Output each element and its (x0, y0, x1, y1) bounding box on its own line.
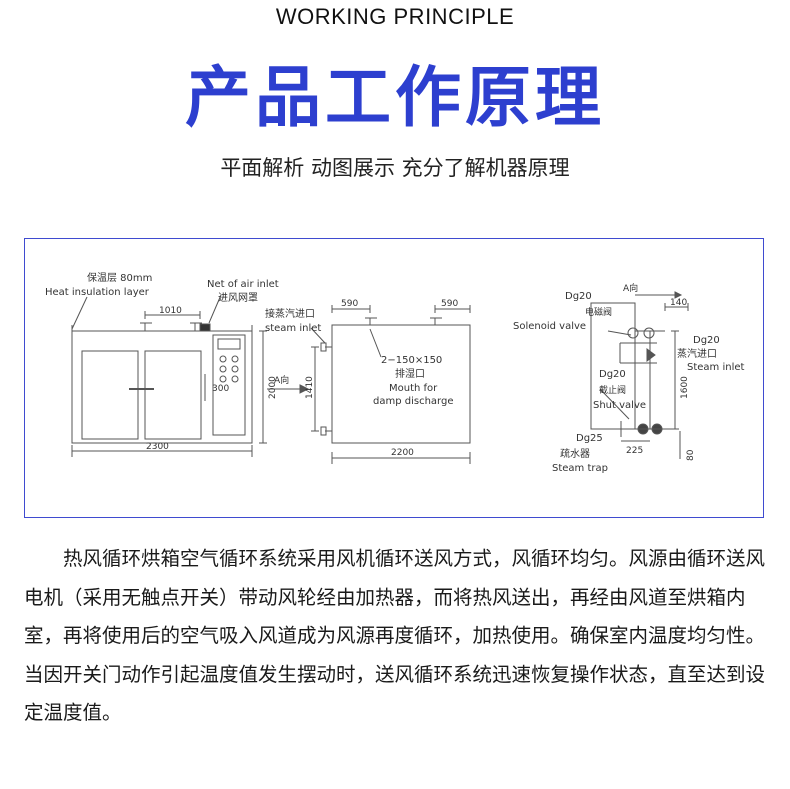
tagline: 平面解析 动图展示 充分了解机器原理 (220, 156, 570, 180)
air-inlet-label-en: Net of air inlet (207, 279, 279, 290)
steam-in-label-cn: 蒸汽进口 (677, 347, 717, 360)
description-paragraph: 热风循环烘箱空气循环系统采用风机循环送风方式，风循环均匀。风源由循环送风电机（采… (24, 547, 766, 724)
dim-1600: 1600 (680, 376, 690, 399)
vent-label-en-1: Mouth for (389, 383, 438, 394)
steam-trap-label-en: Steam trap (552, 463, 608, 474)
dim-140: 140 (670, 298, 687, 308)
dim-225: 225 (626, 446, 643, 456)
dim-590-left: 590 (341, 299, 358, 309)
insulation-label-cn: 保温层 80mm (87, 271, 152, 284)
dim-300: 300 (212, 384, 229, 394)
page-title: 产品工作原理 (185, 59, 605, 136)
dim-2300: 2300 (146, 442, 169, 452)
shut-valve-label-cn: 截止阀 (599, 384, 626, 396)
dim-2000: 2000 (268, 376, 278, 399)
shut-valve-label-en: Shut valve (593, 400, 646, 411)
control-panel (212, 334, 246, 436)
oven-door-left (81, 350, 139, 440)
dim-80: 80 (686, 449, 696, 461)
dg20-mid: Dg20 (599, 369, 626, 380)
vent-size-label: 2−150×150 (381, 355, 442, 366)
view-a-label-middle: A向 (274, 374, 289, 386)
dg25-label: Dg25 (576, 433, 603, 444)
view-a-label-right: A向 (623, 282, 638, 294)
dim-590-right: 590 (441, 299, 458, 309)
air-inlet-label-cn: 进风网罩 (218, 292, 258, 304)
insulation-label-en: Heat insulation layer (45, 287, 150, 298)
diagram-drawing: 保温层 80mm Heat insulation layer Net of ai… (45, 271, 745, 474)
oven-front-outline (71, 330, 253, 444)
oven-door-right (144, 350, 202, 440)
dim-1410: 1410 (305, 376, 315, 399)
dg20-top: Dg20 (565, 291, 592, 302)
solenoid-label-cn: 电磁阀 (585, 306, 612, 318)
steam-trap-label-cn: 疏水器 (560, 447, 590, 460)
working-principle-diagram: 保温层 80mm Heat insulation layer Net of ai… (24, 238, 764, 518)
subtitle-english: WORKING PRINCIPLE (275, 4, 515, 29)
oven-side-outline (331, 324, 471, 444)
steam-inlet-label-en: steam inlet (265, 323, 321, 334)
description-text: 热风循环烘箱空气循环系统采用风机循环送风方式，风循环均匀。风源由循环送风电机（采… (24, 540, 766, 733)
dg20-right: Dg20 (693, 335, 720, 346)
steam-in-label-en: Steam inlet (687, 362, 745, 373)
vent-label-en-2: damp discharge (373, 396, 453, 407)
solenoid-label-en: Solenoid valve (513, 321, 586, 332)
dim-2200: 2200 (391, 448, 414, 458)
vent-label-cn: 排湿口 (395, 367, 425, 380)
steam-inlet-label-cn: 接蒸汽进口 (265, 307, 315, 320)
solenoid-valve-symbol (627, 327, 639, 339)
dim-1010: 1010 (159, 306, 182, 316)
